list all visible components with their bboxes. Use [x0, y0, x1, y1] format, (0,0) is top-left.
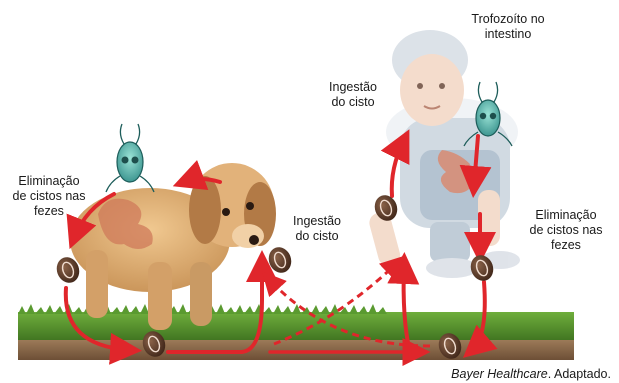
label-elimination-child: Eliminação de cistos nas fezes — [518, 208, 614, 253]
trophozoite-icon-dog — [106, 124, 154, 192]
label-trophozoite: Trofozoíto no intestino — [452, 12, 564, 42]
label-elimination-dog: Eliminação de cistos nas fezes — [4, 174, 94, 219]
credit-source: Bayer Healthcare — [451, 367, 548, 381]
credit-suffix: . Adaptado. — [548, 367, 611, 381]
label-ingestion-dog: Ingestão do cisto — [280, 214, 354, 244]
child-illustration — [367, 30, 520, 278]
cyst-icon — [265, 244, 295, 276]
credit-line: Bayer Healthcare. Adaptado. — [451, 367, 611, 381]
dog-illustration — [70, 163, 276, 330]
label-ingestion-child: Ingestão do cisto — [316, 80, 390, 110]
